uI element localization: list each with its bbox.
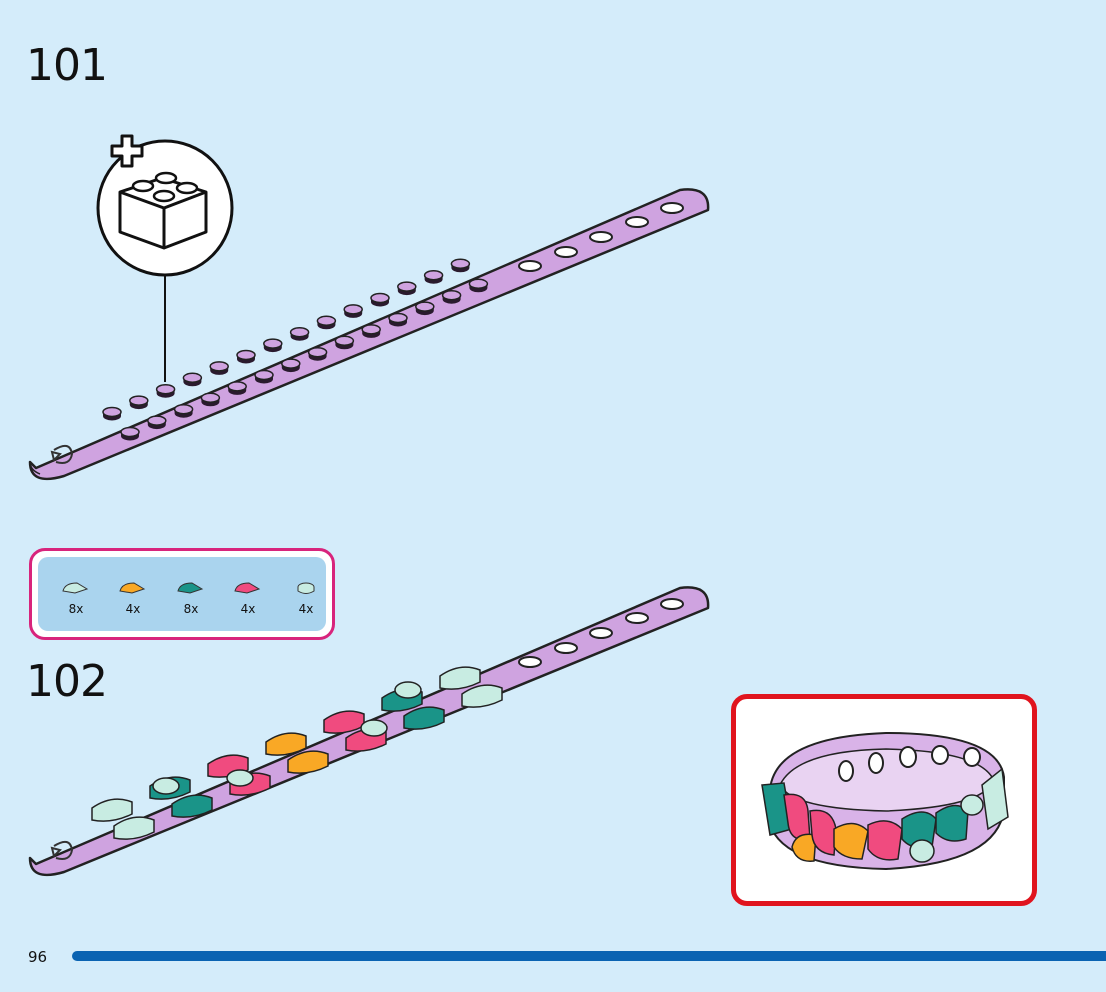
step-number-102: 102 <box>26 656 108 707</box>
light-aqua-round-tile-icon <box>297 582 315 594</box>
part-item: 4x <box>228 581 268 616</box>
clasp-arrow-icon <box>50 444 74 464</box>
page-number: 96 <box>28 948 48 966</box>
part-qty: 4x <box>298 602 314 616</box>
bracelet-band-step-101 <box>28 188 710 481</box>
pink-quarter-tile-icon <box>234 582 261 594</box>
parts-list-inner: 8x 4x 8x 4x 4x <box>38 557 326 631</box>
part-item: 8x <box>56 581 96 616</box>
part-item: 8x <box>171 581 211 616</box>
step-number-101: 101 <box>26 40 108 91</box>
teal-quarter-tile-icon <box>177 582 204 594</box>
bracelet-band-step-102 <box>28 586 710 877</box>
orange-quarter-tile-icon <box>119 582 146 594</box>
part-qty: 4x <box>125 602 141 616</box>
part-item: 4x <box>113 581 153 616</box>
part-qty: 8x <box>183 602 199 616</box>
plus-brick-icon <box>96 134 234 382</box>
part-qty: 4x <box>240 602 256 616</box>
clasp-arrow-icon <box>50 840 74 860</box>
finished-bracelet-image <box>761 731 1009 871</box>
light-aqua-quarter-tile-icon <box>62 582 89 594</box>
parts-list-box: 8x 4x 8x 4x 4x <box>29 548 335 640</box>
footer-bar <box>72 951 1106 961</box>
part-qty: 8x <box>68 602 84 616</box>
finished-bracelet-callout <box>731 694 1037 906</box>
part-item: 4x <box>286 581 326 616</box>
